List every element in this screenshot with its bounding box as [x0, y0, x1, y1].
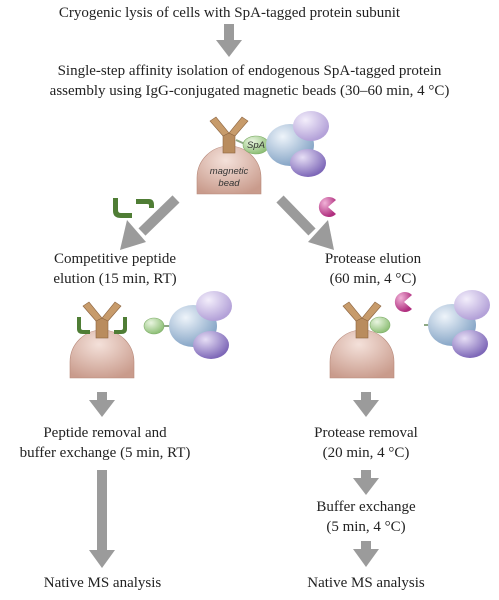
arrow-left-elution-to-removal: [89, 392, 115, 417]
protease-icon: [394, 292, 412, 312]
protein-subunit-purple-right: [452, 330, 488, 358]
protease-removal-line1: Protease removal: [314, 425, 418, 441]
bead-label-line1: magnetic: [210, 166, 249, 177]
arrow-lysis-to-isolation: [216, 24, 242, 57]
free-protease-icon: [318, 197, 336, 218]
arrow-right-elution-to-removal: [353, 392, 379, 417]
arrow-to-right-branch: [276, 195, 334, 250]
bead-label-line2: bead: [218, 178, 240, 189]
spa-tag-left: [143, 317, 165, 335]
buffer-exchange-line2: (5 min, 4 °C): [326, 519, 406, 535]
free-peptide-icon: [113, 198, 154, 218]
left-elution-line2: elution (15 min, RT): [53, 271, 177, 287]
protease-removal-line2: (20 min, 4 °C): [322, 445, 410, 461]
native-ms-right: Native MS analysis: [307, 575, 425, 591]
peptide-removal-line1: Peptide removal and: [43, 425, 167, 441]
antibody-icon-left: [82, 301, 122, 339]
right-elution-line1: Protease elution: [324, 251, 422, 267]
protein-subunit-purple-left: [193, 331, 229, 359]
left-elution-line1: Competitive peptide: [53, 251, 177, 267]
arrow-right-buffer-to-ms: [353, 541, 379, 567]
arrow-to-left-branch: [120, 195, 180, 250]
buffer-exchange-line1: Buffer exchange: [316, 499, 416, 515]
right-bead-assembly: [329, 290, 490, 379]
step-isolation-line2: assembly using IgG-conjugated magnetic b…: [49, 83, 450, 99]
antibody-icon-top: [209, 116, 249, 154]
bound-peptide-icon: [77, 317, 127, 334]
protein-subunit-lavender-right: [454, 290, 490, 320]
protein-subunit-purple-top: [290, 149, 326, 177]
arrow-left-removal-to-ms: [89, 470, 115, 568]
step-lysis: Cryogenic lysis of cells with SpA-tagged…: [58, 5, 401, 21]
spa-label: SpA: [247, 140, 265, 151]
top-bead-assembly: magnetic bead SpA: [196, 111, 329, 195]
arrow-right-removal-to-buffer: [353, 470, 379, 495]
step-isolation-line1: Single-step affinity isolation of endoge…: [57, 63, 442, 79]
native-ms-left: Native MS analysis: [43, 575, 162, 591]
right-elution-line2: (60 min, 4 °C): [329, 271, 417, 287]
left-bead-assembly: [69, 291, 232, 379]
antibody-icon-right: [342, 301, 382, 339]
protein-subunit-lavender-left: [196, 291, 232, 321]
spa-tag-right: [369, 316, 391, 334]
protein-subunit-lavender-top: [293, 111, 329, 141]
peptide-removal-line2: buffer exchange (5 min, RT): [19, 445, 191, 461]
